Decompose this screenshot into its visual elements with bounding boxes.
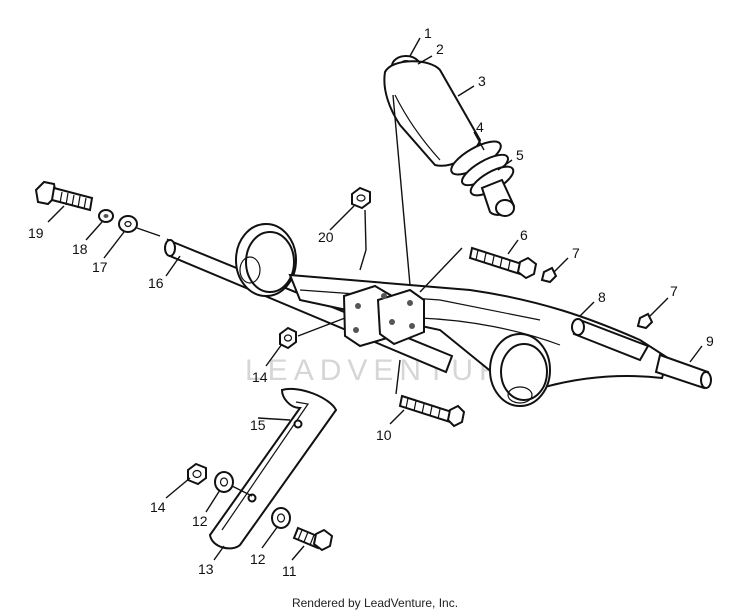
callout-5: 5 bbox=[516, 147, 524, 163]
grease-fitting-7-lower bbox=[636, 312, 654, 330]
washer-18 bbox=[98, 209, 114, 223]
footer-credit: Rendered by LeadVenture, Inc. bbox=[291, 596, 459, 610]
washer-12-upper bbox=[214, 471, 234, 493]
swing-arm-assembly bbox=[164, 223, 712, 407]
callout-10: 10 bbox=[376, 427, 392, 443]
callout-18: 18 bbox=[72, 241, 88, 257]
callout-12-lower: 12 bbox=[250, 551, 266, 567]
link-13 bbox=[208, 387, 338, 550]
callout-20: 20 bbox=[318, 229, 334, 245]
nut-14-lower bbox=[187, 462, 207, 486]
bolt-11 bbox=[292, 526, 334, 552]
callout-19: 19 bbox=[28, 225, 44, 241]
nut-20 bbox=[351, 186, 371, 210]
callout-4: 4 bbox=[476, 119, 484, 135]
washer-17 bbox=[118, 215, 138, 233]
callout-1: 1 bbox=[424, 25, 432, 41]
callout-16: 16 bbox=[148, 275, 164, 291]
callout-3: 3 bbox=[478, 73, 486, 89]
shock-absorber bbox=[383, 55, 516, 286]
callout-7-lower: 7 bbox=[670, 283, 678, 299]
bolt-10 bbox=[398, 394, 466, 428]
callout-9: 9 bbox=[706, 333, 714, 349]
callout-13: 13 bbox=[198, 561, 214, 577]
callout-7-upper: 7 bbox=[572, 245, 580, 261]
callout-14-lower: 14 bbox=[150, 499, 166, 515]
callout-17: 17 bbox=[92, 259, 108, 275]
callout-14-upper: 14 bbox=[252, 369, 268, 385]
nut-14-upper bbox=[279, 326, 297, 350]
callout-15: 15 bbox=[250, 417, 266, 433]
callout-6: 6 bbox=[520, 227, 528, 243]
callout-8: 8 bbox=[598, 289, 606, 305]
washer-12-lower bbox=[271, 507, 291, 529]
bolt-19 bbox=[34, 180, 94, 212]
callout-12-upper: 12 bbox=[192, 513, 208, 529]
callout-2: 2 bbox=[436, 41, 444, 57]
grease-fitting-7-upper bbox=[540, 266, 558, 284]
bolt-6 bbox=[468, 246, 538, 280]
leader-lines bbox=[47, 37, 703, 561]
callout-11: 11 bbox=[282, 563, 297, 579]
callout-numbers: 1 2 3 4 5 6 7 7 8 9 10 11 12 12 13 14 14… bbox=[28, 25, 714, 579]
